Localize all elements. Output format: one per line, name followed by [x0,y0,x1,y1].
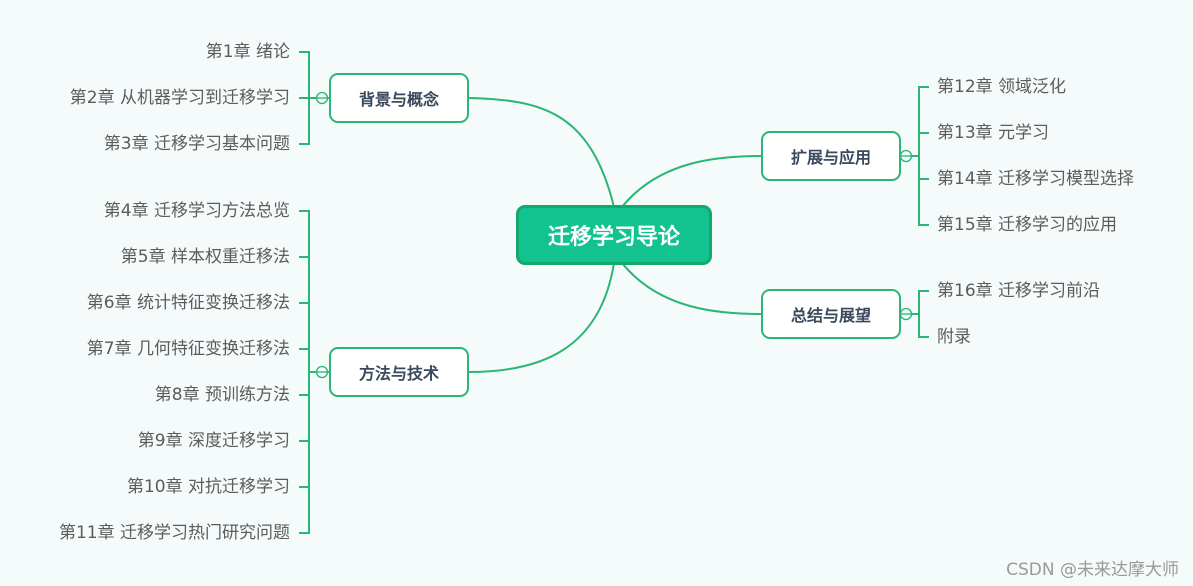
collapse-toggle-icon[interactable] [315,91,329,105]
leaf-topic[interactable]: 第5章 样本权重迁移法 [120,247,290,267]
connector-central-methods [468,262,615,373]
central-topic[interactable]: 迁移学习导论 [516,205,712,265]
collapse-toggle-icon[interactable] [315,365,329,379]
leaf-topic[interactable]: 第1章 绪论 [205,42,290,62]
leaf-topic[interactable]: 第3章 迁移学习基本问题 [103,134,290,154]
leaf-topic[interactable]: 第10章 对抗迁移学习 [126,477,290,497]
watermark: CSDN @未来达摩大师 [1006,560,1179,580]
leaf-topic[interactable]: 第6章 统计特征变换迁移法 [86,293,290,313]
leaf-topic[interactable]: 第11章 迁移学习热门研究问题 [58,523,290,543]
leaf-topic[interactable]: 第4章 迁移学习方法总览 [103,201,290,221]
leaf-topic[interactable]: 第16章 迁移学习前沿 [937,281,1101,301]
leaf-topic[interactable]: 第14章 迁移学习模型选择 [937,169,1135,189]
branch-methods[interactable]: 方法与技术 [329,347,469,397]
bracket-methods [299,210,329,534]
collapse-toggle-icon[interactable] [899,307,913,321]
collapse-toggle-icon[interactable] [899,149,913,163]
leaf-topic[interactable]: 第9章 深度迁移学习 [137,431,290,451]
connector-central-extension [621,155,762,208]
connector-central-background [468,97,615,208]
leaf-topic[interactable]: 第12章 领域泛化 [937,77,1067,97]
leaf-topic[interactable]: 第8章 预训练方法 [154,385,290,405]
branch-extension[interactable]: 扩展与应用 [761,131,901,181]
leaf-topic[interactable]: 第7章 几何特征变换迁移法 [86,339,290,359]
branch-background[interactable]: 背景与概念 [329,73,469,123]
connector-central-summary [621,262,762,315]
leaf-topic[interactable]: 第13章 元学习 [937,123,1050,143]
leaf-topic[interactable]: 第2章 从机器学习到迁移学习 [69,88,290,108]
branch-summary[interactable]: 总结与展望 [761,289,901,339]
leaf-topic[interactable]: 附录 [937,327,971,347]
leaf-topic[interactable]: 第15章 迁移学习的应用 [937,215,1118,235]
